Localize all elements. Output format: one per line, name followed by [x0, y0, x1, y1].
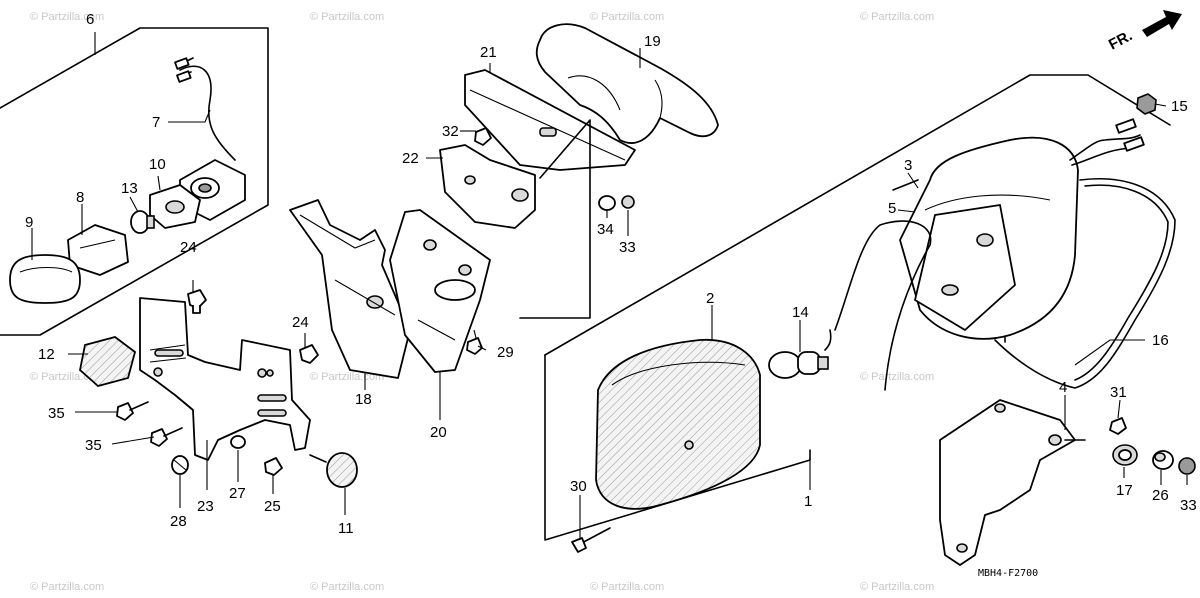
callout-5: 5: [888, 200, 896, 217]
callout-6: 6: [86, 11, 94, 28]
watermark-layer: © Partzilla.com © Partzilla.com © Partzi…: [30, 11, 934, 593]
mounting-plate: [439, 144, 536, 229]
washer-27: [230, 435, 246, 449]
front-direction-label: FR.: [1106, 27, 1135, 53]
grommet-24-lower: [299, 344, 319, 364]
callout-13: 13: [121, 180, 138, 197]
screw-25: [264, 457, 283, 476]
callout-20: 20: [430, 424, 447, 441]
bolt-35-upper: [116, 401, 149, 421]
callout-1: 1: [804, 493, 812, 510]
callout-35-upper: 35: [48, 405, 65, 422]
callout-26: 26: [1152, 487, 1169, 504]
callout-27: 27: [229, 485, 246, 502]
front-arrow-icon: [1142, 10, 1182, 37]
callout-32: 32: [442, 123, 459, 140]
front-direction-indicator: FR.: [1106, 10, 1182, 54]
watermark: © Partzilla.com: [860, 11, 934, 23]
callout-24-lower: 24: [292, 314, 309, 331]
callout-33-center: 33: [619, 239, 636, 256]
callout-30: 30: [570, 478, 587, 495]
license-light-group: [0, 27, 269, 336]
gasket-loop: [834, 220, 932, 391]
callout-25: 25: [264, 498, 281, 515]
watermark: © Partzilla.com: [860, 581, 934, 593]
callout-29: 29: [497, 344, 514, 361]
callout-8: 8: [76, 189, 84, 206]
callout-15: 15: [1171, 98, 1188, 115]
watermark: © Partzilla.com: [860, 371, 934, 383]
wire-harness: [179, 65, 236, 161]
callout-19: 19: [644, 33, 661, 50]
watermark: © Partzilla.com: [30, 11, 104, 23]
callout-7: 7: [152, 114, 160, 131]
callout-34: 34: [597, 221, 614, 238]
watermark: © Partzilla.com: [590, 11, 664, 23]
screw-31: [1109, 417, 1127, 435]
leader-line: [519, 119, 591, 319]
grommet-17: [1112, 444, 1138, 466]
license-bracket: [139, 297, 311, 461]
watermark: © Partzilla.com: [310, 581, 384, 593]
round-reflector: [309, 452, 358, 488]
inner-fender: [389, 209, 491, 373]
washer-34: [598, 195, 616, 211]
bolt-32: [474, 127, 492, 146]
callout-2: 2: [706, 290, 714, 307]
callout-17: 17: [1116, 482, 1133, 499]
watermark: © Partzilla.com: [310, 11, 384, 23]
callout-23: 23: [197, 498, 214, 515]
callout-16: 16: [1152, 332, 1169, 349]
bolt-35-lower: [150, 427, 183, 447]
rear-fender: [289, 199, 411, 379]
diagram-code: MBH4-F2700: [978, 568, 1038, 579]
callout-12: 12: [38, 346, 55, 363]
taillight-bracket: [939, 399, 1086, 566]
callout-35-lower: 35: [85, 437, 102, 454]
callout-28: 28: [170, 513, 187, 530]
callout-4: 4: [1059, 379, 1067, 396]
watermark: © Partzilla.com: [590, 581, 664, 593]
grommet-24-upper: [187, 289, 207, 314]
reflector: [79, 336, 137, 387]
collar-26: [1152, 450, 1174, 470]
callout-22: 22: [402, 150, 419, 167]
callout-14: 14: [792, 304, 809, 321]
callout-10: 10: [149, 156, 166, 173]
taillight-housing: [899, 118, 1145, 340]
watermark: © Partzilla.com: [30, 581, 104, 593]
screw-29: [466, 329, 483, 355]
screw-30: [571, 527, 611, 553]
outer-seal: [994, 178, 1176, 389]
nut-15: [1136, 93, 1157, 115]
watermark: © Partzilla.com: [310, 371, 384, 383]
callout-31: 31: [1110, 384, 1127, 401]
callout-21: 21: [480, 44, 497, 61]
taillight-bulb: [768, 351, 829, 379]
nut-33-right: [1178, 457, 1196, 475]
callout-3: 3: [904, 157, 912, 174]
callout-labels: 6 7 10 8 13 9 12 24 24 35 35 23 27 28 25…: [25, 11, 1197, 537]
upper-bracket: [464, 69, 636, 171]
callout-9: 9: [25, 214, 33, 231]
nut-33-center: [621, 195, 635, 209]
callout-33-right: 33: [1180, 497, 1197, 514]
callout-24-upper: 24: [180, 239, 197, 256]
leader-lines: [31, 32, 1188, 540]
rail-cover: [535, 23, 719, 144]
nut-28: [171, 455, 189, 475]
taillight-lens: [595, 339, 761, 510]
callout-18: 18: [355, 391, 372, 408]
license-lens: [9, 254, 81, 304]
callout-11: 11: [338, 520, 354, 537]
